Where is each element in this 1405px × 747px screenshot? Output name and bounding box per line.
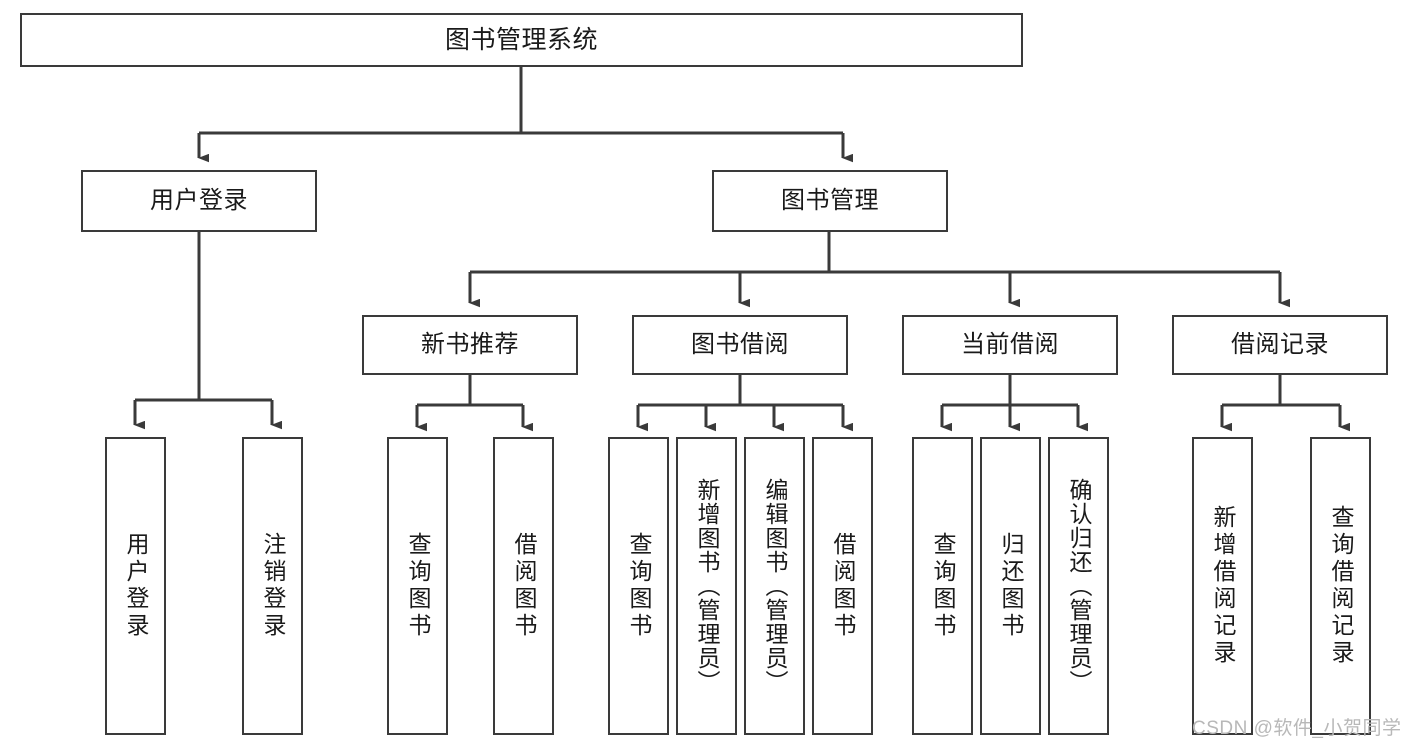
- node-label: 新增借阅记录: [1210, 505, 1236, 667]
- node-current-borrow[interactable]: 当前借阅: [902, 315, 1118, 375]
- node-label: 查询借阅记录: [1328, 505, 1354, 667]
- leaf-add-borrow-record[interactable]: 新增借阅记录: [1192, 437, 1253, 735]
- node-user-login[interactable]: 用户登录: [81, 170, 317, 232]
- node-label: 查询图书: [930, 532, 956, 640]
- node-book-management[interactable]: 图书管理: [712, 170, 948, 232]
- node-label: 用户登录: [123, 532, 149, 640]
- csdn-watermark: CSDN @软件_小贺同学: [1192, 718, 1402, 739]
- leaf-query-book-borrow[interactable]: 查询图书: [608, 437, 669, 735]
- node-label: 新书推荐: [421, 330, 519, 358]
- node-label: 借阅图书: [830, 532, 856, 640]
- node-label: 借阅图书: [511, 532, 537, 640]
- node-label: 图书管理系统: [444, 26, 598, 54]
- node-label: 查询图书: [405, 532, 431, 640]
- node-label: 新增图书（管理员）: [694, 478, 720, 694]
- node-label: 确认归还（管理员）: [1066, 478, 1092, 694]
- leaf-borrow-book-recommend[interactable]: 借阅图书: [493, 437, 554, 735]
- leaf-borrow-book-borrow[interactable]: 借阅图书: [812, 437, 873, 735]
- leaf-return-book[interactable]: 归还图书: [980, 437, 1041, 735]
- leaf-user-login[interactable]: 用户登录: [105, 437, 166, 735]
- node-label: 图书借阅: [691, 330, 789, 358]
- leaf-add-book-admin[interactable]: 新增图书（管理员）: [676, 437, 737, 735]
- node-root-book-management-system[interactable]: 图书管理系统: [20, 13, 1023, 67]
- leaf-query-borrow-record[interactable]: 查询借阅记录: [1310, 437, 1371, 735]
- node-label: 编辑图书（管理员）: [762, 478, 788, 694]
- node-label: 当前借阅: [961, 330, 1059, 358]
- node-label: 用户登录: [150, 186, 248, 214]
- node-label: 注销登录: [260, 532, 286, 640]
- node-label: 借阅记录: [1231, 330, 1329, 358]
- node-label: 查询图书: [626, 532, 652, 640]
- leaf-confirm-return-admin[interactable]: 确认归还（管理员）: [1048, 437, 1109, 735]
- leaf-query-book-current[interactable]: 查询图书: [912, 437, 973, 735]
- node-book-borrow[interactable]: 图书借阅: [632, 315, 848, 375]
- leaf-query-book-recommend[interactable]: 查询图书: [387, 437, 448, 735]
- leaf-logout-login[interactable]: 注销登录: [242, 437, 303, 735]
- leaf-edit-book-admin[interactable]: 编辑图书（管理员）: [744, 437, 805, 735]
- node-borrow-record[interactable]: 借阅记录: [1172, 315, 1388, 375]
- node-label: 图书管理: [781, 186, 879, 214]
- node-new-book-recommend[interactable]: 新书推荐: [362, 315, 578, 375]
- node-label: 归还图书: [998, 532, 1024, 640]
